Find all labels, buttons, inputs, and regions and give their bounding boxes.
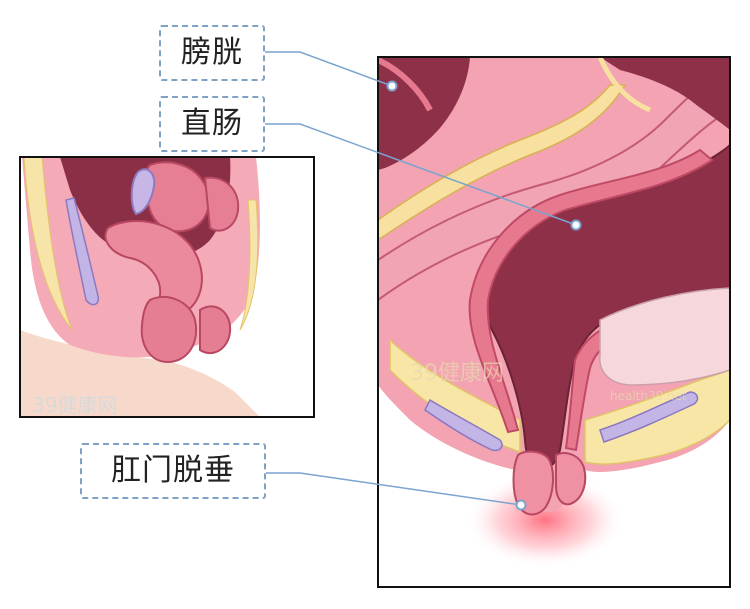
label-rectum: 直肠 (159, 96, 265, 152)
leader-line-bladder (261, 51, 393, 87)
pointer-dots (386, 80, 582, 511)
label-rectal-prolapse: 肛门脱垂 (80, 443, 266, 499)
leader-line-prolapse (262, 472, 522, 506)
watermark-site-right: health39.net (610, 389, 687, 403)
inflammation-glow (465, 472, 625, 568)
pointer-dot-bladder (386, 80, 398, 92)
pointer-dot-prolapse (515, 499, 527, 511)
leader-lines (261, 51, 577, 506)
detail-panel: 39健康网 health39.net (378, 57, 730, 587)
overview-inset: 39健康网 (20, 157, 314, 417)
watermark-brand-left: 39健康网 (32, 393, 117, 417)
label-bladder-text: 膀胱 (181, 35, 243, 70)
pointer-dot-rectum (570, 219, 582, 231)
detail-panel-frame (377, 56, 731, 588)
label-rectal-prolapse-text: 肛门脱垂 (111, 453, 235, 488)
watermark-brand-right: 39健康网 (410, 361, 504, 386)
overview-inset-frame (19, 156, 315, 418)
label-bladder: 膀胱 (159, 25, 265, 81)
label-rectum-text: 直肠 (181, 106, 243, 141)
leader-line-rectum (261, 123, 577, 226)
